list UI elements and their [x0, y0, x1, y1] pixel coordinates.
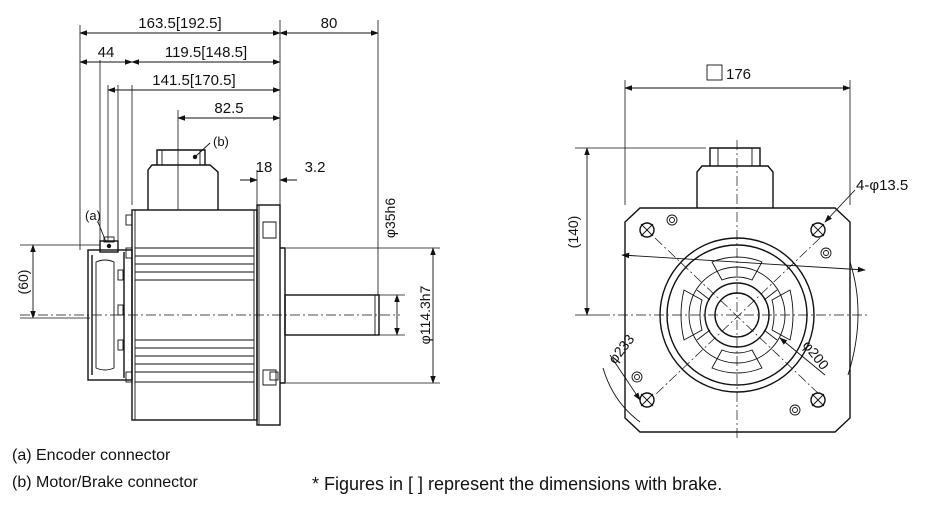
brake-dimension-note: * Figures in [ ] represent the dimension…	[312, 474, 722, 494]
front-flange	[624, 207, 851, 433]
dim-flange-thickness: 18	[256, 159, 273, 176]
dim-bolt-circle: φ233	[605, 331, 638, 367]
front-connector	[696, 147, 774, 208]
dim-encoder-height: (60)	[15, 270, 31, 295]
callout-a: (a)	[85, 208, 101, 223]
motor-brake-connector	[147, 149, 219, 210]
encoder-connector	[99, 236, 119, 253]
dim-overall-length: 163.5[192.5]	[138, 15, 221, 32]
front-center-lines	[600, 140, 870, 440]
legend-encoder-connector: (a) Encoder connector	[12, 447, 171, 464]
callout-b: (b)	[213, 134, 229, 149]
legend-motor-brake-connector: (b) Motor/Brake connector	[12, 474, 199, 491]
dim-pilot-diameter: φ114.3h7	[417, 285, 433, 344]
square-symbol	[706, 64, 723, 81]
dim-square-size: 176	[726, 66, 751, 83]
front-view: 176 (140) 4-φ13.5 φ233 φ200	[565, 64, 908, 440]
dim-spigot-length: 3.2	[305, 159, 326, 176]
dim-pilot-circle: φ200	[800, 337, 833, 373]
dim-mounting-holes: 4-φ13.5	[856, 177, 908, 194]
dim-shaft-diameter: φ35h6	[382, 198, 398, 238]
dim-body-length: 119.5[148.5]	[165, 44, 247, 61]
dim-shaft-length: 80	[321, 15, 338, 32]
side-view: 163.5[192.5] 80 44 119.5[148.5] 141.5[17…	[15, 15, 440, 426]
dim-encoder-length: 44	[98, 44, 115, 61]
dim-front-height: (140)	[565, 216, 581, 249]
dim-connector-position: 82.5	[214, 100, 243, 117]
dim-body-length-2: 141.5[170.5]	[152, 72, 235, 89]
